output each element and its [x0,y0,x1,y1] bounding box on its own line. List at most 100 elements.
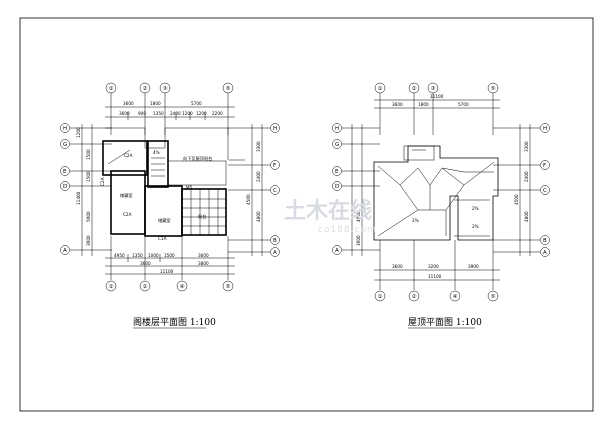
dim-top2-a: 3600 [119,111,130,116]
dim-top2-c: 1350 [153,111,164,116]
label-down-to-roof: 向下至屋顶阳台 [183,155,212,162]
roof-axis-top-2: ② [412,85,417,92]
watermark-text: 土木在线 [284,198,372,224]
roof-dim-top-a: 3600 [392,102,403,107]
axis-top-5: ⑤ [226,86,231,92]
roof-slope-1: 2% [412,218,419,223]
room-upper-left [102,140,148,176]
dim-left-total: 11400 [76,191,81,205]
dim-left-b: 1500 [86,149,91,160]
roof-slope-2: 2% [472,206,479,211]
dim-top-c: 5700 [191,101,202,106]
roof-dim-bot-c: 3900 [468,264,479,269]
axis-left-h: H [63,126,67,132]
dim-left-a: 1200 [76,127,81,138]
roof-plan: ① ② ③ ⑤ 11100 3600 1800 5700 H G E D A 4… [332,82,550,329]
label-balcony: 阳台 [198,213,206,220]
axis-bot-4: ④ [180,284,185,290]
roof-terrace [181,188,227,236]
axis-right-h: H [273,126,277,132]
roof-dim-right-b: 2400 [524,171,529,182]
roof-axis-bot-4: ④ [453,294,458,300]
roof-dim-top-total: 11100 [430,94,444,99]
roof-axis-top-1: ① [378,86,383,92]
dim-bot2-a: 3600 [140,261,151,266]
axis-left-d: D [63,184,67,190]
axis-top-1: ① [109,86,114,92]
dim-top-a: 3600 [123,101,134,106]
label-slope: 4% [153,150,160,155]
dim-right-a: 3300 [256,141,261,152]
axis-right-f: F [273,163,276,169]
axis-bot-1: ① [109,284,114,290]
roof-dim-right-d: 4800 [524,211,529,222]
label-c2a-3: C2A [123,212,132,217]
roof-dim-right-a: 3300 [524,141,529,152]
axis-left-e: E [63,169,67,175]
dim-right-d: 4800 [256,211,261,222]
axis-left-g: G [63,142,67,148]
axis-bot-2: ② [143,283,148,290]
roof-axis-left-g: G [335,142,339,148]
terrace-hatch [182,189,226,235]
dim-bot-c: 1000 [148,253,159,258]
sheet-border [19,17,594,412]
dim-bot-total: 11100 [160,269,174,274]
roof-dim-left-b: 3600 [356,235,361,246]
roof-axis-right-a: A [543,250,547,256]
axis-top-2: ② [143,85,148,92]
dim-bot2-b: 3800 [198,261,209,266]
roof-axis-top-5: ⑤ [491,86,496,92]
roof-axis-bot-2: ② [412,293,417,300]
dim-left-c: 1500 [86,171,91,182]
dim-right-c: 4500 [246,194,251,205]
roof-axis-right-f: F [543,163,546,169]
plan-title-attic: 阁楼层平面图 1:100 [133,316,216,328]
plan-title-roof: 屋顶平面图 1:100 [408,317,482,328]
axis-top-3: ③ [163,86,168,92]
attic-floor-plan: ① ② ③ ⑤ 3600 1800 5700 3600 900 1350 240… [60,82,280,329]
label-c1a: C1A [158,236,167,241]
label-c2a-1: C2A [124,153,133,158]
roof-ridges [377,145,495,237]
roof-dim-bot-b: 3200 [428,264,439,269]
roof-dim-top-c: 5700 [458,102,469,107]
dim-top2-b: 900 [138,111,146,116]
roof-axis-left-h: H [335,126,339,132]
dim-bot-d: 1500 [164,253,175,258]
roof-axis-top-3: ③ [431,86,436,92]
dim-top2-e: 1200 [182,111,193,116]
axis-right-c: C [273,188,277,194]
dim-left-d: 5000 [86,211,91,222]
axis-right-a: A [273,250,277,256]
roof-slope-3: 2% [472,224,479,229]
balcony-top [167,160,227,186]
roof-dim-bot-total: 11100 [428,274,442,279]
dim-left-e: 3600 [86,235,91,246]
dim-bot-a: 4950 [114,253,125,258]
roof-dim-top-b: 1800 [418,102,429,107]
dim-bot-b: 1350 [132,253,143,258]
roof-axis-right-b: B [543,238,547,244]
label-storage-1: 储藏室 [120,192,133,199]
storage-room-left [110,170,146,235]
axis-left-a: A [63,248,67,254]
roof-axis-bot-1: ① [378,294,383,300]
dim-top2-d: 2400 [170,111,181,116]
roof-axis-right-h: H [543,126,547,132]
dim-top-b: 1800 [150,101,161,106]
dim-bot-e: 3600 [198,253,209,258]
label-m5: M5 [186,185,193,190]
axis-bot-5: ⑤ [226,284,231,290]
watermark-subtext: co188.com [318,225,377,235]
roof-dim-left-a: 4000 [356,211,361,222]
roof-axis-left-e: E [335,169,339,175]
roof-axis-bot-5: ⑤ [491,294,496,300]
dim-top2-f: 1200 [196,111,207,116]
axis-right-b: B [273,238,277,244]
roof-axis-right-c: C [543,188,547,194]
roof-dim-bot-a: 3600 [392,264,403,269]
roof-dim-right-c: 4500 [514,194,519,205]
watermark: 土木在线 co188.com [284,198,377,235]
